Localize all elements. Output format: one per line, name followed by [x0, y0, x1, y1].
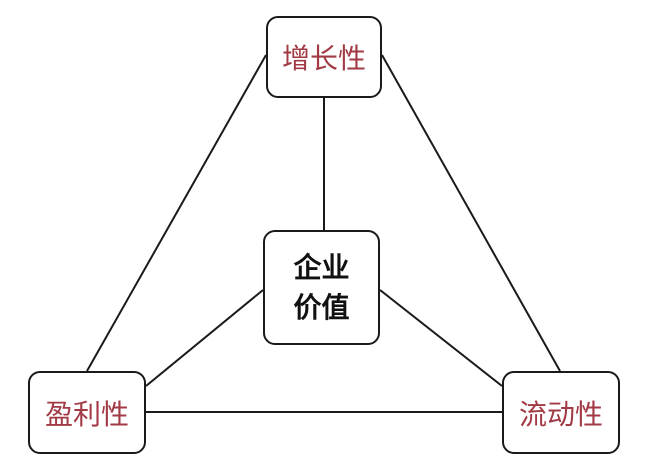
node-liquidity-label: 流动性 [518, 397, 603, 431]
edge-top-left [86, 54, 267, 372]
node-growth-label: 增长性 [281, 42, 366, 75]
node-profitability: 盈利性 [28, 371, 146, 454]
node-center-label-line1: 企业 [293, 250, 350, 284]
edge-top-right [381, 54, 561, 372]
node-liquidity: 流动性 [502, 371, 620, 454]
edge-center-right [379, 289, 503, 387]
node-growth: 增长性 [266, 16, 382, 98]
node-profitability-label: 盈利性 [44, 397, 129, 431]
node-enterprise-value: 企业 价值 [263, 230, 380, 345]
node-center-label-line2: 价值 [293, 290, 350, 324]
edge-center-left [145, 289, 264, 387]
